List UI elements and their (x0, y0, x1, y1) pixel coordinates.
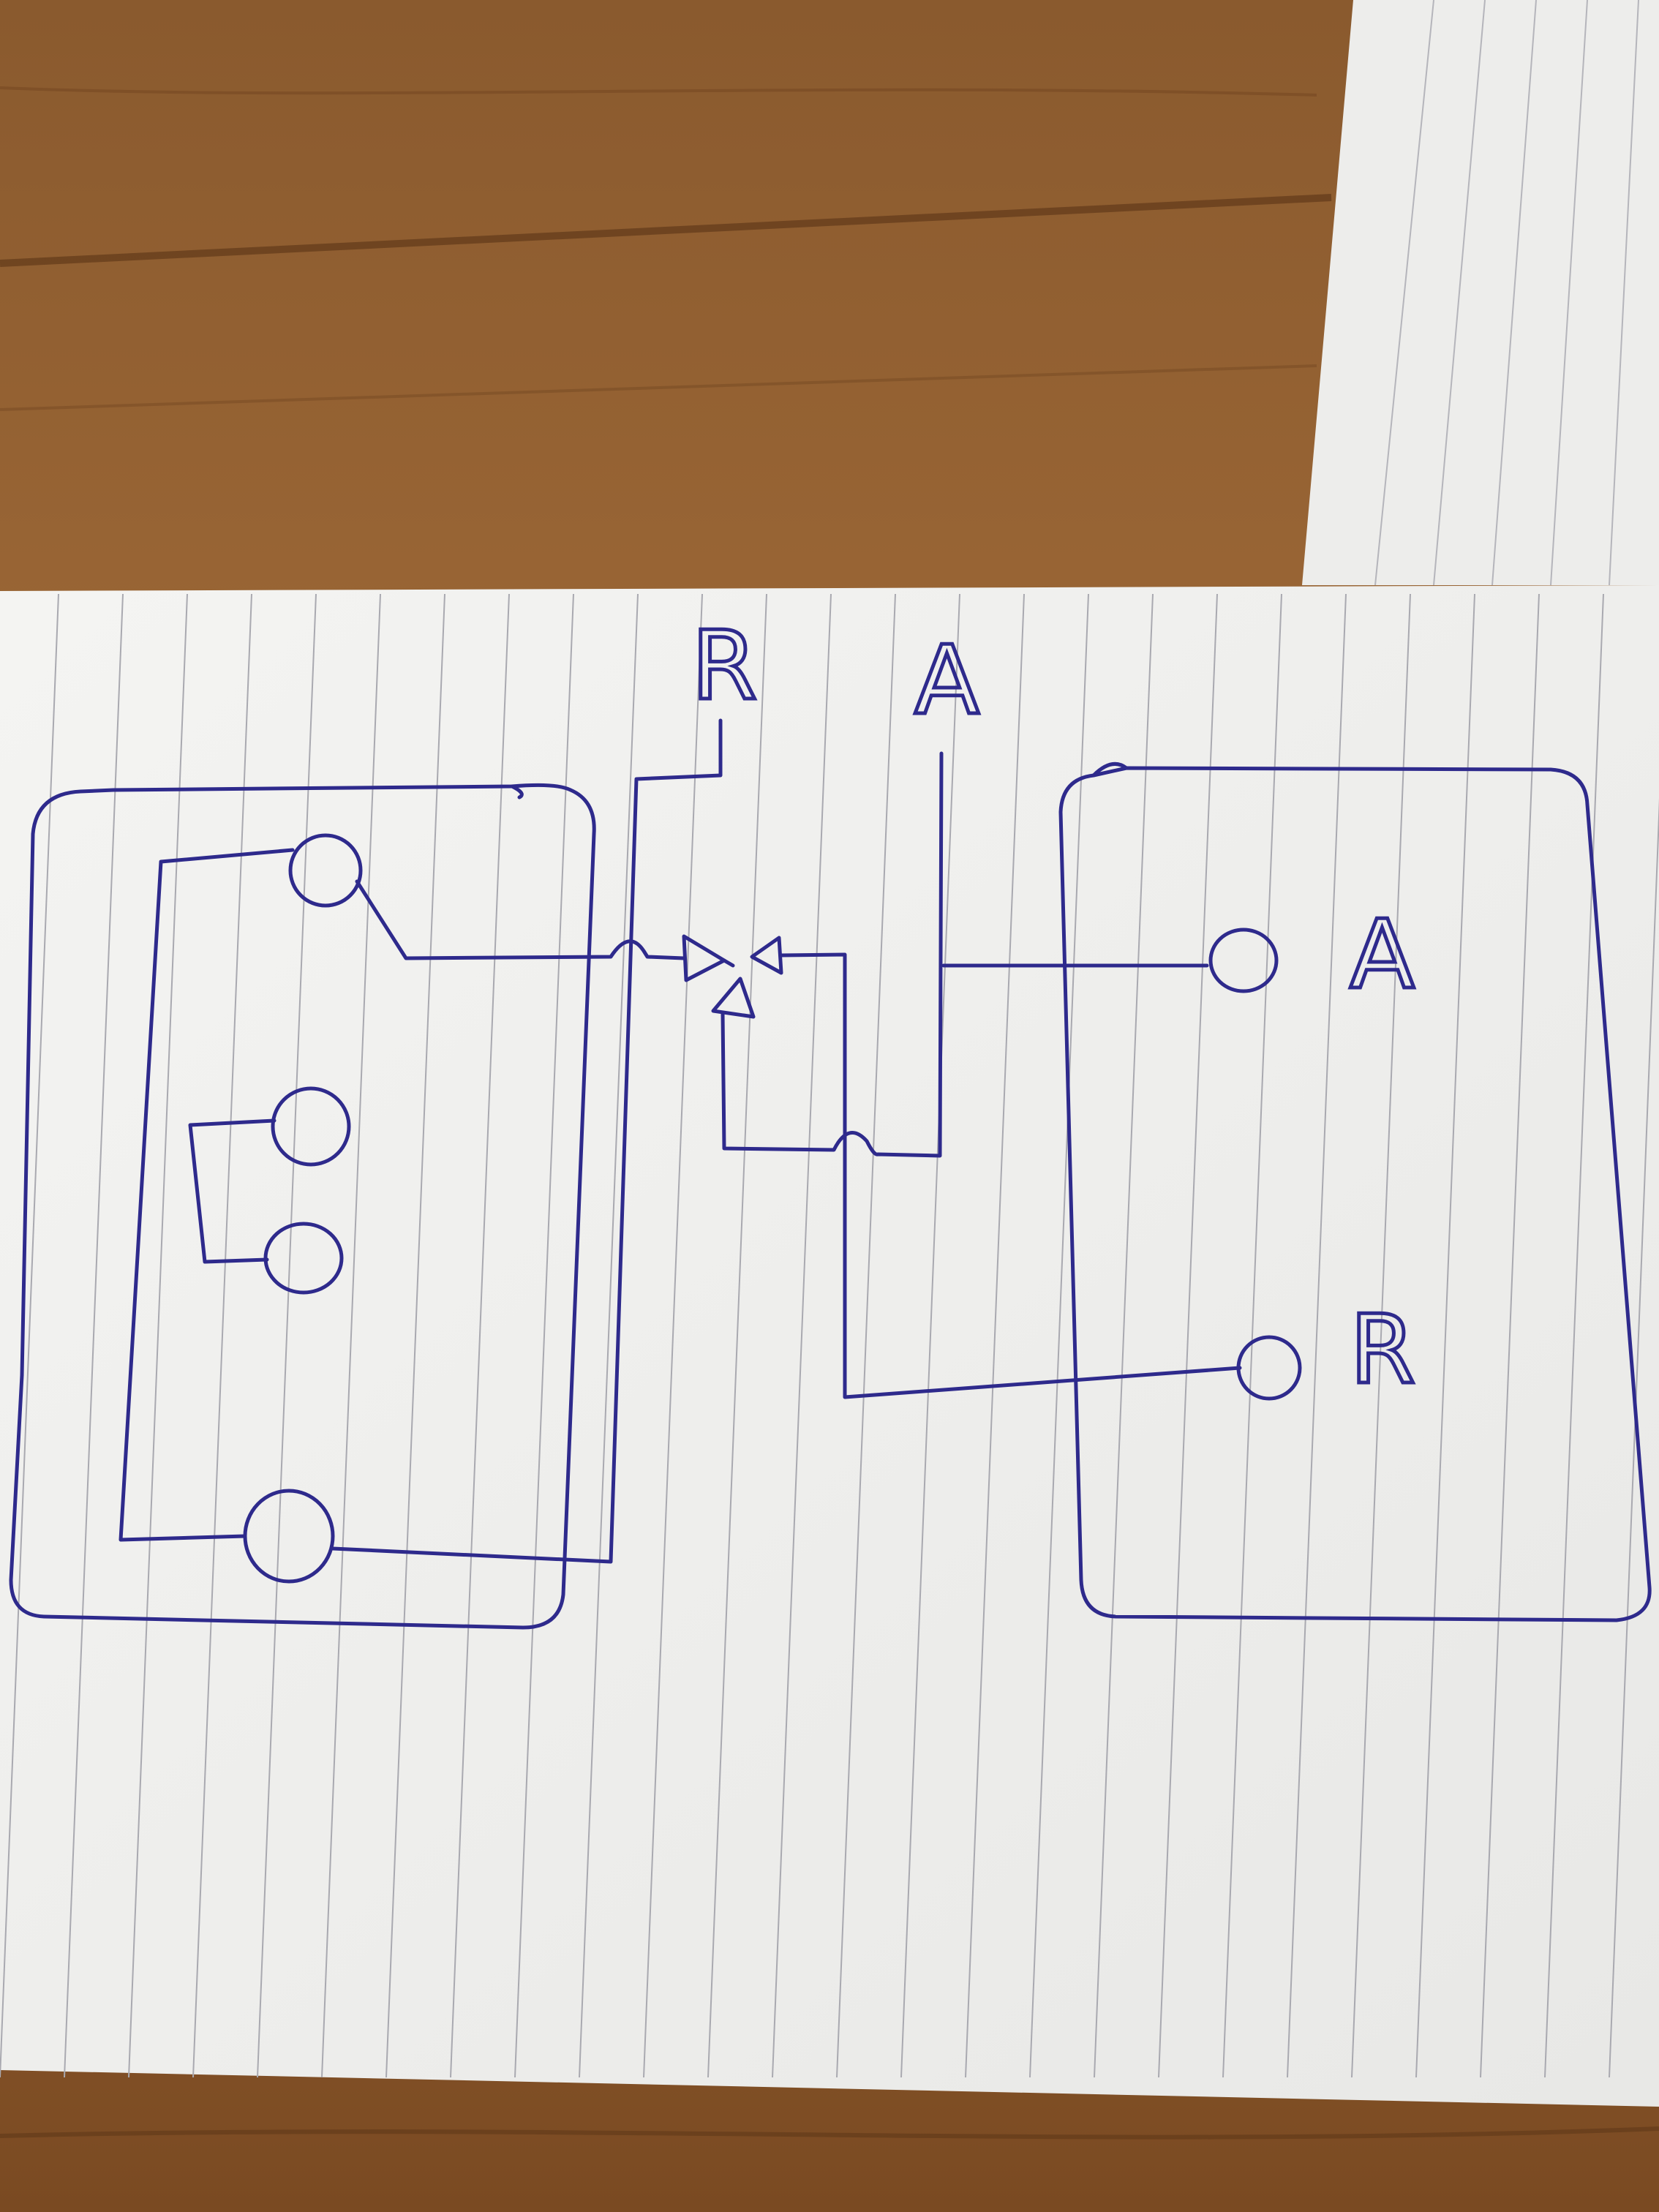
paper-rule-line (965, 593, 1025, 2078)
paper-rule-line (900, 593, 960, 2078)
paper-rule-line (1415, 593, 1475, 2078)
paper-rule-line (0, 593, 59, 2078)
paper-rule-line (192, 593, 252, 2078)
right-device-box (1058, 766, 1652, 1622)
triangle-icon (682, 934, 726, 982)
label-right-r: R (1350, 1294, 1415, 1405)
paper-rule-line (1222, 593, 1282, 2078)
paper-rule-line (1029, 593, 1089, 2078)
paper-rule-line (579, 593, 639, 2078)
label-top-r: R (691, 610, 757, 721)
circuit-diagram (9, 718, 1652, 1630)
paper-rule-line (1351, 593, 1411, 2078)
paper-rules (0, 593, 1659, 2078)
background-paper-sheet (1302, 0, 1659, 586)
label-right-a: A (1350, 899, 1415, 1010)
paper-rule-line (772, 593, 832, 2078)
paper-rule-line (514, 593, 574, 2078)
paper-rule-line (450, 593, 510, 2078)
paper-rule-line (707, 593, 767, 2078)
paper-rule-line (321, 593, 381, 2078)
circle-icon (1236, 1335, 1302, 1401)
paper-rule-line (1609, 797, 1659, 2078)
circle-icon (1208, 928, 1279, 993)
paper-rule-line (1094, 593, 1154, 2078)
paper-rule-line (128, 593, 188, 2078)
label-top-a: A (914, 625, 979, 736)
paper-rule-line (1287, 593, 1347, 2078)
circle-icon (288, 833, 363, 908)
paper-sheet (0, 585, 1659, 2107)
left-device-box (9, 783, 596, 1630)
paper-rule-line (385, 593, 445, 2078)
paper-rule-line (643, 593, 703, 2078)
paper-rule-line (1544, 593, 1604, 2078)
paper-rule-line (1480, 593, 1540, 2078)
triangle-icon (711, 977, 756, 1019)
paper-rule-line (64, 593, 124, 2078)
diagram-labels: R A A R (690, 609, 1418, 1407)
paper-rule-line (1158, 593, 1218, 2078)
paper-rule-line (836, 593, 896, 2078)
circle-icon (271, 1086, 351, 1167)
